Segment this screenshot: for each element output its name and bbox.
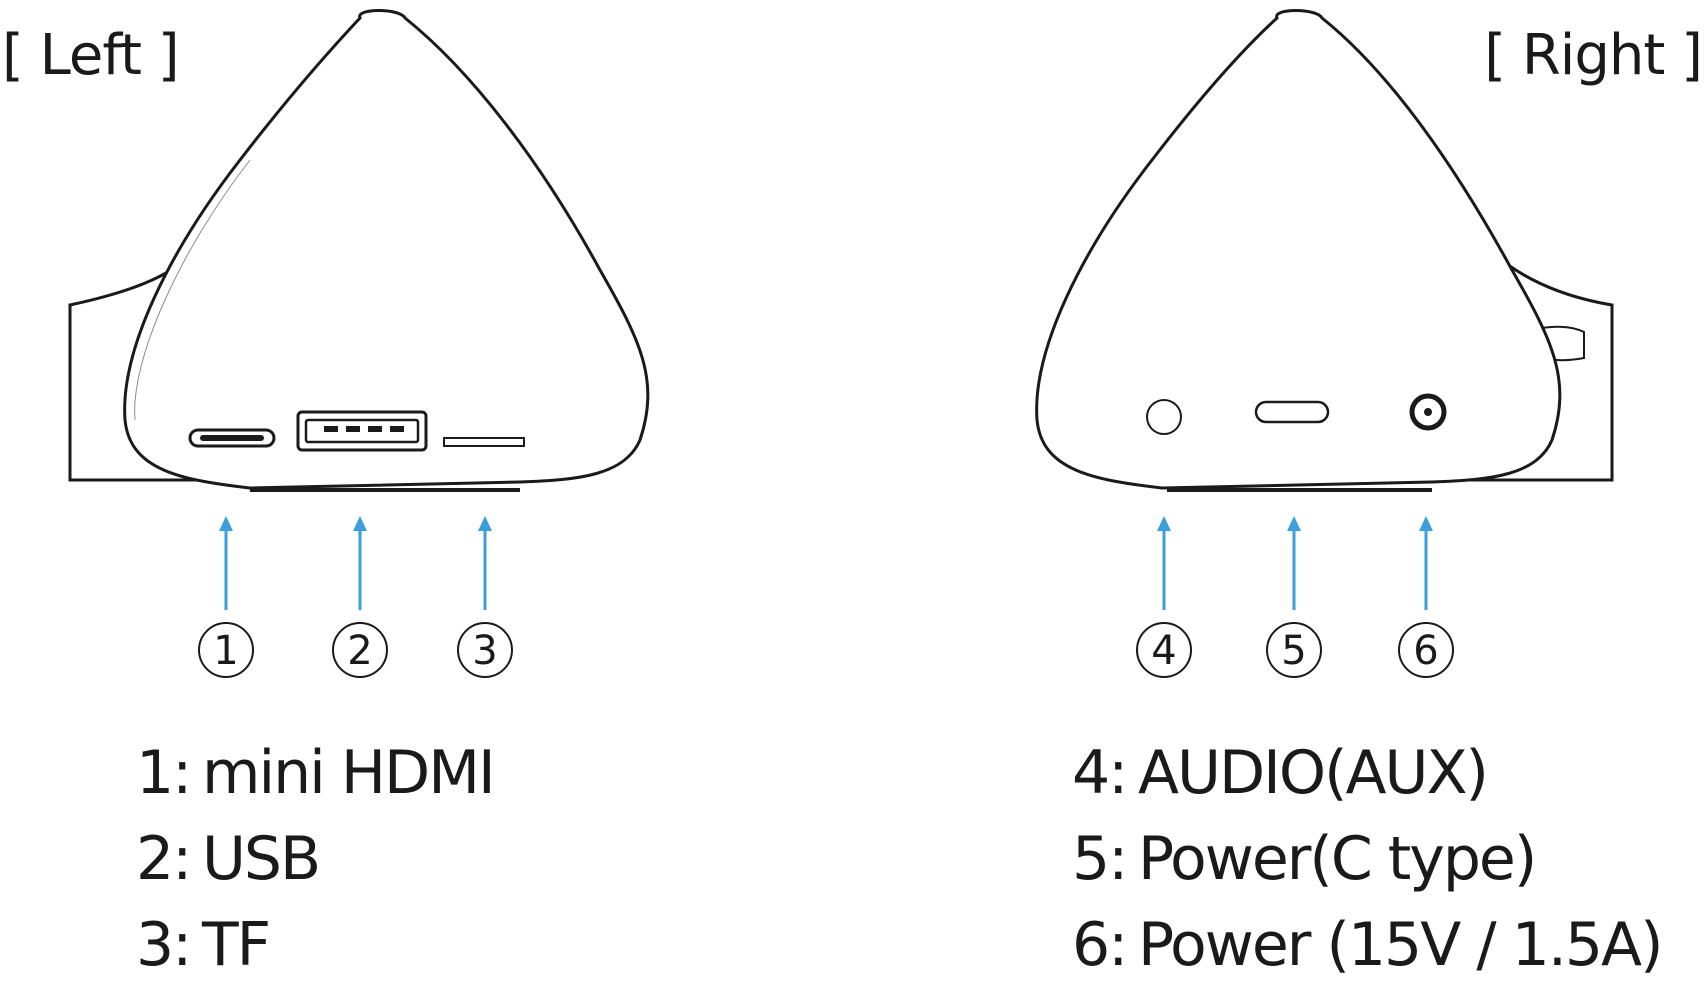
right-legend: 4: AUDIO(AUX) 5: Power(C type) 6: Power …	[1072, 730, 1664, 988]
arrow-1	[219, 516, 233, 610]
left-panel: [ Left ]	[0, 0, 852, 980]
callout-5: 5	[1266, 622, 1322, 678]
legend-item: 4: AUDIO(AUX)	[1072, 730, 1662, 816]
callout-2: 2	[332, 622, 388, 678]
legend-item: 3: TF	[136, 902, 494, 988]
callout-3: 3	[457, 622, 513, 678]
audio-aux-port	[1146, 399, 1182, 435]
svg-text:1: 1	[213, 628, 238, 674]
callout-1: 1	[198, 622, 254, 678]
legend-label: TF	[202, 910, 271, 980]
legend-number: 4:	[1072, 738, 1128, 808]
arrow-2	[353, 516, 367, 610]
arrow-6	[1419, 516, 1433, 610]
left-device-diagram: 1 2 3	[68, 9, 650, 678]
legend-label: AUDIO(AUX)	[1138, 738, 1489, 808]
right-device-diagram: 4 5 6	[1035, 9, 1614, 678]
arrow-5	[1287, 516, 1301, 610]
legend-number: 1:	[136, 738, 192, 808]
svg-text:4: 4	[1151, 628, 1176, 674]
callout-4: 4	[1136, 622, 1192, 678]
tf-card-slot	[443, 437, 525, 447]
legend-number: 6:	[1072, 910, 1128, 980]
legend-label: Power(C type)	[1138, 824, 1537, 894]
right-panel: [ Right ] 4	[852, 0, 1704, 980]
legend-number: 5:	[1072, 824, 1128, 894]
svg-text:3: 3	[472, 628, 497, 674]
left-side-title: [ Left ]	[2, 23, 180, 88]
device-body	[1035, 9, 1562, 490]
legend-item: 2: USB	[136, 816, 494, 902]
legend-number: 3:	[136, 910, 192, 980]
legend-number: 2:	[136, 824, 192, 894]
legend-item: 5: Power(C type)	[1072, 816, 1662, 902]
legend-label: mini HDMI	[202, 738, 496, 808]
device-body	[123, 9, 650, 490]
legend-label: Power (15V / 1.5A)	[1138, 910, 1664, 980]
svg-text:6: 6	[1413, 628, 1438, 674]
right-side-title: [ Right ]	[1484, 23, 1703, 88]
callout-6: 6	[1398, 622, 1454, 678]
arrow-3	[478, 516, 492, 610]
arrow-4	[1157, 516, 1171, 610]
legend-item: 6: Power (15V / 1.5A)	[1072, 902, 1664, 988]
svg-text:5: 5	[1281, 628, 1306, 674]
usb-port	[296, 410, 428, 452]
usb-c-port	[1254, 400, 1330, 424]
legend-item: 1: mini HDMI	[136, 730, 496, 816]
svg-text:2: 2	[347, 628, 372, 674]
legend-label: USB	[202, 824, 321, 894]
left-legend: 1: mini HDMI 2: USB 3: TF	[136, 730, 496, 988]
